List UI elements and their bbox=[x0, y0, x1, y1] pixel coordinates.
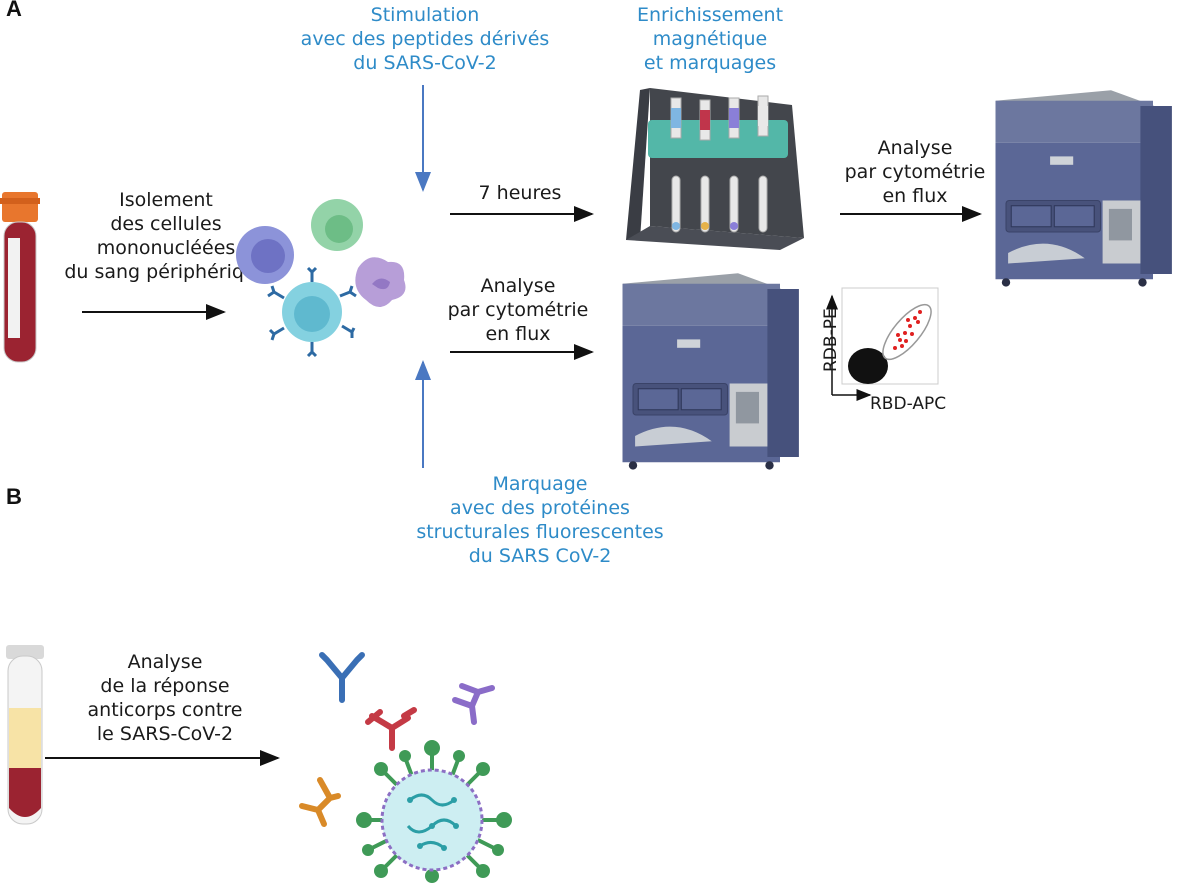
isolation-text: Isolement des cellules mononucléées du s… bbox=[56, 188, 276, 284]
staining-text: Marquage avec des protéines structurales… bbox=[395, 472, 685, 568]
antibody-line-4: le SARS-CoV-2 bbox=[96, 723, 234, 745]
stimulation-line-3: du SARS-CoV-2 bbox=[353, 52, 497, 74]
antibody-line-1: Analyse bbox=[127, 651, 203, 673]
flow-mid-text: Analyse par cytométrie en flux bbox=[443, 274, 593, 346]
dot-plot: RDB-PE RBD-APC bbox=[821, 287, 946, 414]
flow-top-text: Analyse par cytométrie en flux bbox=[840, 136, 990, 208]
dot-plot-y-label: RDB-PE bbox=[821, 308, 841, 372]
stimulation-line-2: avec des peptides dérivés bbox=[300, 28, 550, 50]
positive-gate bbox=[882, 303, 932, 361]
isolation-line-4: du sang périphérique bbox=[64, 261, 268, 283]
flow-top-line-1: Analyse bbox=[877, 137, 953, 159]
flow-top-line-3: en flux bbox=[882, 185, 948, 207]
negative-population bbox=[848, 348, 888, 384]
isolation-line-1: Isolement bbox=[119, 189, 213, 211]
plasma-tube-icon bbox=[6, 645, 44, 825]
antibody-line-2: de la réponse bbox=[100, 675, 230, 697]
duration-text: 7 heures bbox=[478, 182, 562, 204]
staining-line-4: du SARS CoV-2 bbox=[468, 545, 612, 567]
panel-b-label: B bbox=[6, 484, 22, 509]
panel-a-label: A bbox=[6, 0, 22, 21]
stimulation-line-1: Stimulation bbox=[370, 4, 480, 26]
flow-top-line-2: par cytométrie bbox=[844, 161, 986, 183]
flow-mid-line-1: Analyse bbox=[480, 275, 556, 297]
antibody-line-3: anticorps contre bbox=[87, 699, 243, 721]
magnetic-rack-icon bbox=[626, 88, 804, 250]
antibody-icons bbox=[299, 652, 495, 827]
antibody-text: Analyse de la réponse anticorps contre l… bbox=[75, 650, 255, 746]
blood-tube-icon bbox=[0, 192, 40, 363]
dot-plot-x-label: RBD-APC bbox=[870, 394, 946, 414]
enrichment-line-3: et marquages bbox=[643, 52, 777, 74]
enrichment-line-1: Enrichissement bbox=[636, 4, 784, 26]
flow-mid-line-2: par cytométrie bbox=[447, 299, 589, 321]
immune-cells-icon bbox=[236, 199, 406, 358]
virus-icon bbox=[356, 740, 512, 883]
isolation-line-2: des cellules bbox=[110, 213, 222, 235]
flow-cytometer-top-icon bbox=[994, 89, 1173, 288]
flow-cytometer-mid-icon bbox=[621, 272, 800, 471]
flow-mid-line-3: en flux bbox=[485, 323, 551, 345]
stimulation-text: Stimulation avec des peptides dérivés du… bbox=[290, 3, 560, 75]
enrichment-line-2: magnétique bbox=[652, 28, 768, 50]
positive-events bbox=[893, 310, 922, 350]
enrichment-text: Enrichissement magnétique et marquages bbox=[610, 3, 810, 75]
staining-line-3: structurales fluorescentes bbox=[416, 521, 664, 543]
staining-line-2: avec des protéines bbox=[450, 497, 630, 519]
isolation-line-3: mononucléées bbox=[96, 237, 236, 259]
staining-line-1: Marquage bbox=[492, 473, 588, 495]
